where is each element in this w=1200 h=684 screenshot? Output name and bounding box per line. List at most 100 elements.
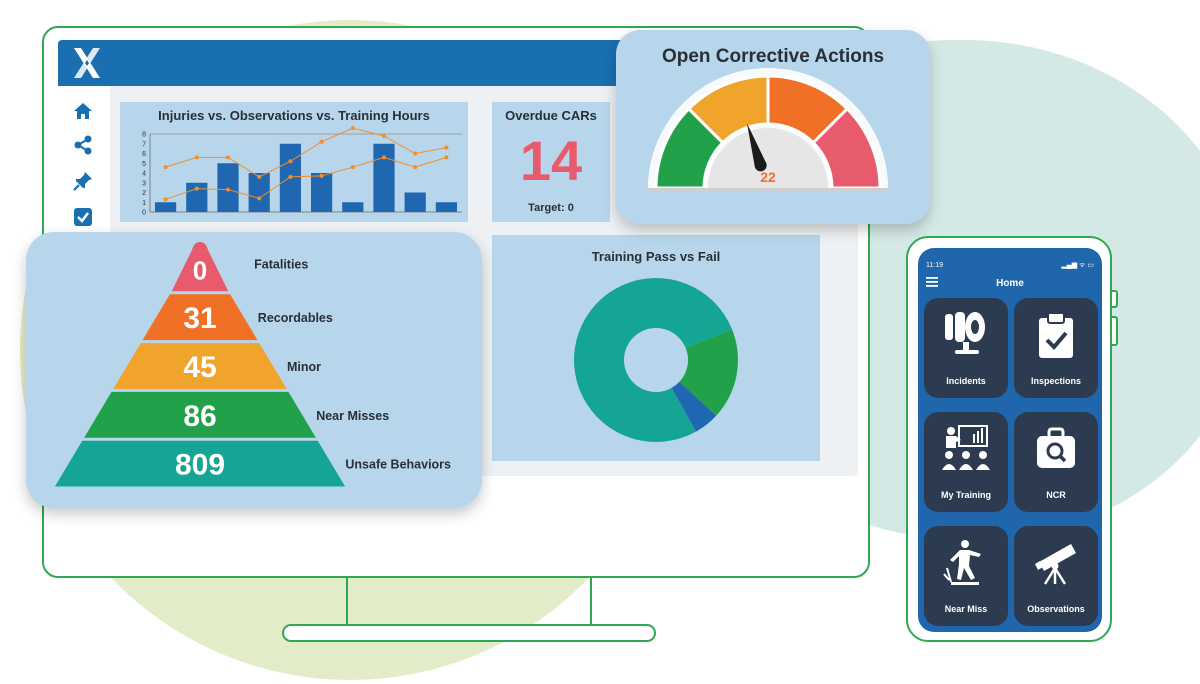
donut-slice (574, 278, 733, 442)
pyramid-value: 0 (193, 256, 207, 286)
pyramid-level (113, 343, 287, 389)
incident-icon (945, 312, 985, 354)
overdue-cars-target: Target: 0 (528, 202, 574, 214)
incident-pyramid-card: 0 Fatalities 31 Recordables 45 Minor 86 Near Mi… (26, 232, 482, 508)
open-corrective-actions-card: Open Corrective Actions 22 (616, 30, 930, 224)
training-icon (942, 425, 990, 470)
y-tick-label: 8 (142, 132, 146, 139)
tile-observations[interactable]: Observations (1014, 526, 1098, 626)
tile-near-miss[interactable]: Near Miss (924, 526, 1008, 626)
chart-point (288, 159, 293, 164)
gauge-needle (746, 123, 767, 168)
chart-point (226, 187, 230, 192)
telescope-icon (1035, 544, 1076, 585)
chart-point (194, 186, 199, 191)
tile-label: Observations (1027, 604, 1085, 614)
tile-label: Inspections (1030, 376, 1081, 386)
chart-point (350, 126, 355, 131)
pyramid-level (54, 440, 346, 487)
y-tick-label: 4 (142, 171, 146, 178)
overdue-cars-value: 14 (519, 129, 583, 192)
share-icon[interactable] (72, 134, 94, 156)
pyramid-label: Minor (287, 360, 321, 374)
overdue-cars-widget: Overdue CARs 14 Target: 0 (492, 102, 610, 222)
tile-ncr[interactable]: NCR (1014, 412, 1098, 512)
hamburger-menu-icon[interactable] (926, 277, 938, 287)
chart-point (319, 173, 324, 178)
chart-bar (248, 173, 270, 212)
chart-point (257, 174, 262, 179)
tile-label: NCR (1046, 490, 1066, 500)
tile-label: Near Miss (944, 604, 988, 614)
pyramid-label: Fatalities (254, 258, 308, 272)
chart-series-line (165, 127, 447, 178)
pyramid-label: Recordables (258, 311, 333, 325)
tile-inspections[interactable]: Inspections (1014, 298, 1098, 398)
gauge-value: 22 (760, 169, 776, 185)
near-miss-icon (943, 540, 981, 585)
pyramid-value: 45 (183, 351, 216, 384)
chart-bar (404, 192, 426, 212)
phone-frame: 11:19 ▂▄▆ ᯤ ▭ Home Incidents (906, 236, 1118, 642)
training-pass-fail-widget: Training Pass vs Fail (492, 235, 820, 461)
chart-bar (373, 143, 395, 212)
chart-point (444, 155, 449, 160)
pin-icon[interactable] (72, 170, 94, 192)
chart-point (163, 165, 168, 170)
gauge-title: Open Corrective Actions (661, 46, 885, 67)
chart-point (226, 155, 230, 160)
corrective-actions-gauge: 22 (648, 68, 888, 192)
phone-side-button (1112, 290, 1118, 308)
phone-side-button (1112, 316, 1118, 346)
chart-bar (435, 202, 458, 212)
gauge-inner (708, 128, 828, 188)
magnifier-case-icon (1037, 427, 1075, 468)
chart-point (444, 145, 449, 150)
injuries-combo-chart-widget: Injuries vs. Observations vs. Training H… (120, 102, 468, 222)
combo-chart-title: Injuries vs. Observations vs. Training H… (158, 108, 430, 123)
pyramid-value: 809 (175, 449, 225, 482)
chart-point (288, 174, 293, 179)
status-time: 11:19 (926, 262, 943, 269)
y-tick-label: 6 (142, 151, 146, 158)
phone-screen: 11:19 ▂▄▆ ᯤ ▭ Home Incidents (918, 248, 1102, 632)
pyramid-level (171, 242, 229, 292)
donut-slice (679, 329, 738, 416)
tile-incidents[interactable]: Incidents (924, 298, 1008, 398)
home-icon[interactable] (72, 100, 94, 122)
status-icons: ▂▄▆ ᯤ ▭ (1061, 262, 1094, 269)
chart-bar (154, 202, 177, 212)
incident-pyramid: 0 Fatalities 31 Recordables 45 Minor 86 Near Mi… (54, 242, 451, 487)
pyramid-label: Near Misses (316, 409, 389, 423)
pyramid-value: 31 (183, 302, 216, 335)
checkbox-icon[interactable] (72, 206, 94, 228)
pyramid-label: Unsafe Behaviors (345, 458, 451, 472)
chart-point (382, 155, 386, 160)
monitor-base (282, 624, 656, 642)
pyramid-level (84, 391, 316, 438)
chart-point (194, 155, 199, 160)
gauge-base-line (648, 188, 888, 192)
pass-fail-donut-chart (574, 278, 738, 442)
chart-bar (342, 202, 364, 212)
y-tick-label: 7 (142, 141, 146, 148)
gauge-needle-hub (754, 159, 767, 172)
tile-label: Incidents (946, 376, 986, 386)
monitor-neck (346, 578, 592, 626)
donut-slice (671, 381, 717, 432)
tile-label: My Training (940, 490, 991, 500)
chart-point (350, 165, 355, 170)
chart-point (413, 165, 418, 170)
tile-my-training[interactable]: My Training (924, 412, 1008, 512)
y-tick-label: 0 (142, 210, 146, 217)
y-tick-label: 5 (142, 161, 146, 168)
pyramid-value: 86 (183, 400, 216, 433)
overdue-cars-title: Overdue CARs (505, 108, 597, 123)
chart-point (257, 196, 262, 201)
y-tick-label: 1 (142, 200, 146, 207)
app-logo-icon[interactable] (72, 46, 102, 80)
chart-point (413, 151, 418, 156)
chart-bar (310, 173, 333, 212)
chart-point (319, 139, 324, 144)
